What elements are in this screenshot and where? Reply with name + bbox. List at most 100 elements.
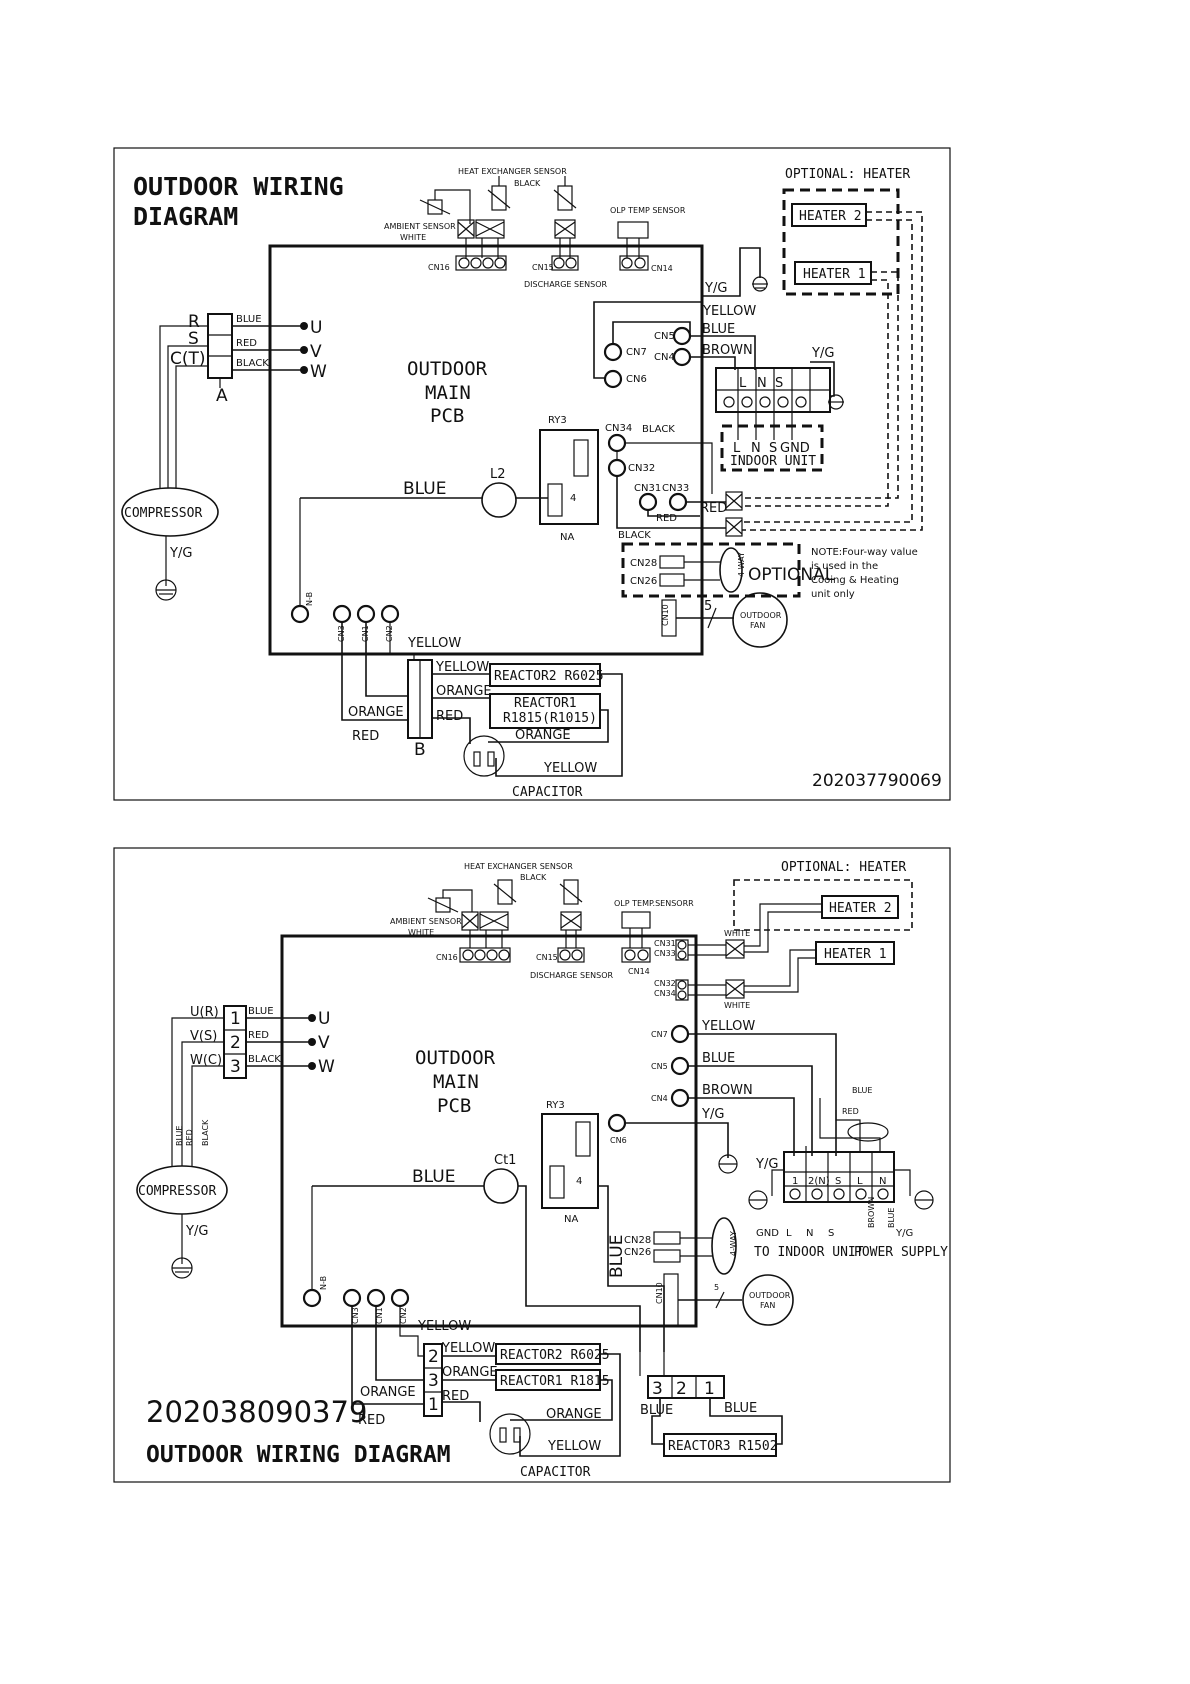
- s-label: S: [188, 329, 199, 349]
- cn5-label-2: CN5: [651, 1062, 668, 1071]
- heat-exchanger-sensor-icon: [487, 176, 511, 211]
- tb-ground-icon-right: [914, 1190, 934, 1210]
- heater2-box-2: [821, 895, 899, 919]
- power-supply-label: POWER SUPPLY: [854, 1245, 948, 1260]
- heater2-dashed-box: [733, 879, 913, 931]
- cn33-terminal: [668, 492, 688, 512]
- cn34-label: CN34: [605, 423, 632, 434]
- ry3-na: NA: [560, 532, 574, 543]
- cn1-terminal: [356, 604, 376, 624]
- r-label: R: [188, 312, 200, 332]
- optional-heater-label-2: OPTIONAL: HEATER: [781, 860, 906, 875]
- heater1-label: HEATER 1: [803, 267, 866, 282]
- yellow-label-capacitor: YELLOW: [543, 761, 597, 776]
- hx-sensor-label-2: HEAT EXCHANGER SENSOR: [464, 862, 573, 871]
- ct1-sensor: [483, 1168, 519, 1204]
- cn5-terminal-2: [670, 1056, 690, 1076]
- blue-label-cn5: BLUE: [702, 322, 735, 337]
- capacitor-icon-2: [489, 1413, 531, 1455]
- diagram-1: OUTDOOR WIRING DIAGRAM OUTDOOR MAIN PCB …: [113, 147, 951, 801]
- tb-yg-label: Y/G: [755, 1157, 778, 1172]
- ry3-pin4-2: 4: [576, 1176, 582, 1187]
- cn26-label-2: CN26: [624, 1247, 651, 1258]
- indoor-s-2: S: [828, 1228, 834, 1239]
- indoor-unit-label: INDOOR UNIT: [730, 454, 816, 469]
- olp-sensor-icon: [617, 221, 649, 271]
- compressor-ellipse: [121, 487, 219, 537]
- cn4-terminal: [672, 347, 692, 367]
- cn32-label: CN32: [628, 463, 655, 474]
- pcb-label-line3: PCB: [430, 405, 464, 427]
- b-label: B: [414, 740, 426, 760]
- pcb2-label-line3: PCB: [437, 1095, 471, 1117]
- v-label: V: [310, 342, 322, 362]
- pcb2-label-line2: MAIN: [433, 1071, 479, 1093]
- yellow-label-b: YELLOW: [435, 660, 489, 675]
- term-2: 2: [230, 1033, 241, 1053]
- reactor1-line2: R1815(R1015): [503, 711, 597, 726]
- heater2-box: [791, 203, 867, 227]
- term-3: 3: [230, 1057, 241, 1077]
- diagram-2-title: OUTDOOR WIRING DIAGRAM: [146, 1442, 451, 1468]
- olp-sensor-icon-2: [621, 911, 651, 963]
- outdoor-fan-line2: FAN: [750, 621, 765, 630]
- reactor1-line1: REACTOR1: [514, 696, 577, 711]
- cn32-label-2: CN32: [654, 979, 676, 988]
- cn3-terminal: [332, 604, 352, 624]
- reactor1-box: [489, 693, 601, 729]
- orange-label-left: ORANGE: [348, 705, 404, 720]
- fan-wire-count: 5: [704, 599, 712, 614]
- four-way-label: 4-WAY: [737, 552, 746, 577]
- optional-label: OPTIONAL: [748, 565, 835, 585]
- nb-terminal: [290, 604, 310, 624]
- cn15-label: CN15: [532, 263, 554, 272]
- reactor2-label: REACTOR2 R6025: [494, 669, 604, 684]
- cn6-yg-label: Y/G: [701, 1107, 724, 1122]
- cn7-terminal: [603, 342, 623, 362]
- compressor-ground-icon-2: [171, 1257, 193, 1279]
- ambient-sensor-color-2: WHITE: [408, 928, 434, 937]
- l2-label: L2: [490, 467, 506, 482]
- pcb-ground-top: [702, 247, 768, 297]
- cn16-label: CN16: [428, 263, 450, 272]
- pcb-label-line2: MAIN: [425, 382, 471, 404]
- heater1-box: [794, 261, 872, 285]
- orange-label-reactor-2: ORANGE: [546, 1407, 602, 1422]
- ry3-relay-box-2: [541, 1113, 599, 1209]
- diagram-2: OUTDOOR MAIN PCB HEAT EXCHANGER SENSOR B…: [113, 847, 951, 1483]
- yellow-label: YELLOW: [702, 304, 756, 319]
- cn6-terminal: [603, 369, 623, 389]
- olp-label-2: OLP TEMP.SENSORR: [614, 899, 694, 908]
- tb-l-label: L: [739, 376, 747, 391]
- note-line1: NOTE:Four-way value: [811, 547, 918, 558]
- diagram-1-title-line1: OUTDOOR WIRING: [133, 172, 344, 201]
- diagram-1-title-line2: DIAGRAM: [133, 202, 238, 231]
- l2-blue-label: BLUE: [403, 479, 446, 499]
- cn5-terminal: [672, 326, 692, 346]
- cn31-cn33-connector: [675, 939, 689, 961]
- v-wire-red: RED: [236, 338, 257, 349]
- red-label-left: RED: [352, 729, 379, 744]
- heat-exchanger-sensor-label: HEAT EXCHANGER SENSOR: [458, 167, 567, 176]
- a-label: A: [216, 386, 228, 406]
- w-wire-black-2: BLACK: [248, 1054, 281, 1065]
- cn3-label-2: CN3: [351, 1307, 360, 1324]
- indoor-gnd-2: GND: [756, 1228, 779, 1239]
- cn33-label-2: CN33: [654, 949, 676, 958]
- cn10-connector-2: [663, 1273, 679, 1327]
- pcb-label-line1: OUTDOOR: [407, 358, 488, 380]
- indoor-l-2: L: [786, 1228, 792, 1239]
- hx-sensor-icon-2: [493, 879, 517, 905]
- capacitor-label: CAPACITOR: [512, 785, 583, 800]
- cn10-label: CN10: [661, 604, 670, 626]
- optional-heater-box: [782, 188, 900, 296]
- white-label-upper: WHITE: [724, 929, 750, 938]
- ct1-label: Ct1: [494, 1153, 516, 1168]
- w-label: W: [310, 362, 327, 382]
- yg-label-tb: Y/G: [811, 346, 834, 361]
- orange-label-left-2: ORANGE: [360, 1385, 416, 1400]
- wire-bundle-ellipse: [847, 1122, 889, 1142]
- compressor-label: COMPRESSOR: [124, 506, 202, 521]
- u-label: U: [310, 318, 322, 338]
- tb2-1: 1: [792, 1176, 798, 1187]
